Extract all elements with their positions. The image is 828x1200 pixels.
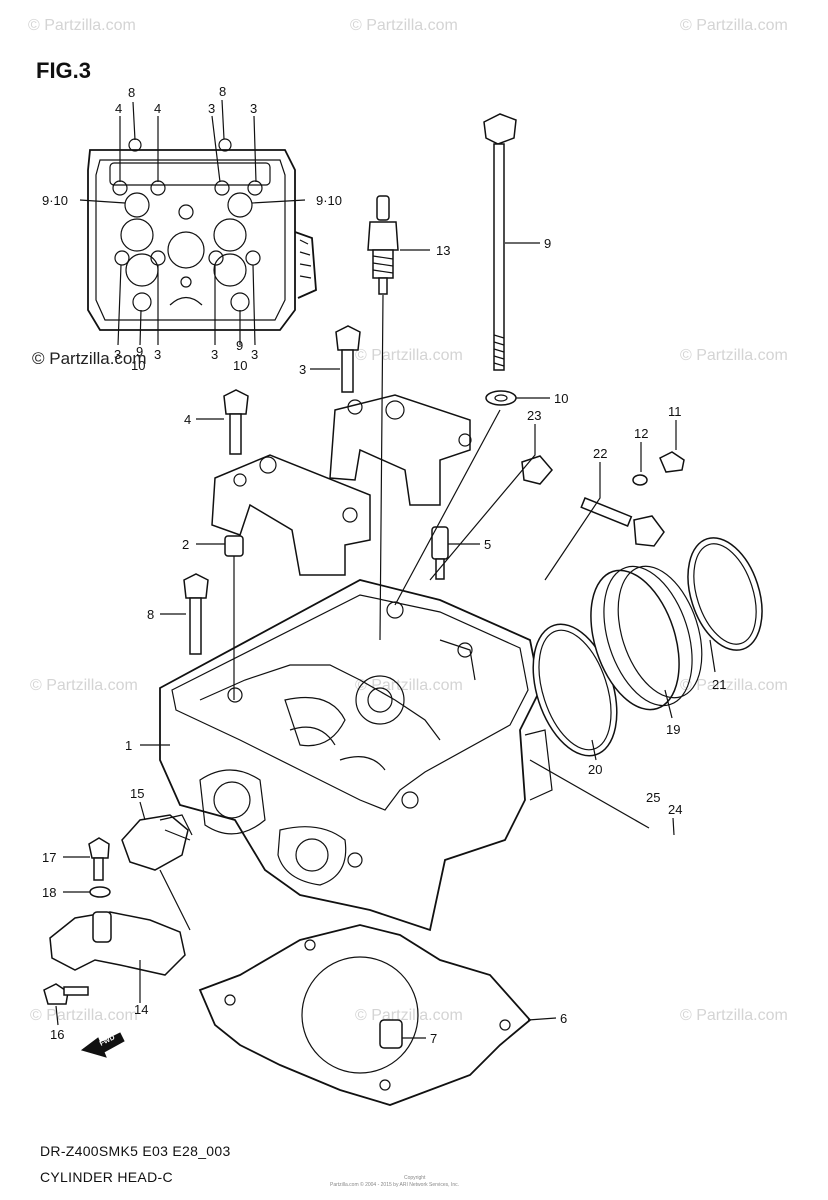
callout-label: 10: [554, 391, 568, 406]
callout-label: 4: [154, 101, 161, 116]
callout-label: 9: [544, 236, 551, 251]
callout-label: 1: [125, 738, 132, 753]
watermark: © Partzilla.com: [355, 677, 463, 694]
callout-label: 3: [114, 347, 121, 362]
callout-label: 9·10: [316, 193, 342, 208]
copyright-small: Partzilla.com © 2004 - 2015 by ARI Netwo…: [330, 1181, 459, 1188]
cylinder-head-top-view: [87, 138, 317, 331]
watermark: © Partzilla.com: [680, 677, 788, 694]
callout-label: 19: [666, 722, 680, 737]
watermark: © Partzilla.com: [355, 1007, 463, 1024]
callout-label: 18: [42, 885, 56, 900]
head-gasket-part: [198, 924, 532, 1106]
watermark: © Partzilla.com: [680, 347, 788, 364]
diagram-title: CYLINDER HEAD-C: [40, 1169, 173, 1185]
callout-label: 22: [593, 446, 607, 461]
watermark-layer: © Partzilla.com © Partzilla.com © Partzi…: [28, 17, 788, 1024]
watermark: © Partzilla.com: [350, 17, 458, 34]
callout-label: 3: [251, 347, 258, 362]
watermark: © Partzilla.com: [355, 347, 463, 364]
callout-label: 3: [154, 347, 161, 362]
callout-label: 8: [219, 84, 226, 99]
callout-label: 17: [42, 850, 56, 865]
callout-label: 21: [712, 677, 726, 692]
small-hardware-parts: [521, 451, 685, 547]
callout-label: 9·10: [42, 193, 68, 208]
callout-label: 3: [299, 362, 306, 377]
callout-label: 10: [131, 358, 145, 373]
watermark-dark: © Partzilla.com: [32, 349, 147, 368]
watermark: © Partzilla.com: [30, 1007, 138, 1024]
watermark: © Partzilla.com: [680, 17, 788, 34]
thermostat-part: [121, 814, 193, 871]
camshaft-cap-parts: [211, 394, 472, 576]
callout-label: 13: [436, 243, 450, 258]
callout-label: 6: [560, 1011, 567, 1026]
cylinder-head-body: [159, 579, 553, 932]
callout-label: 9: [236, 338, 243, 353]
forward-direction-arrow: FWD: [80, 1032, 125, 1058]
callout-label: 3: [208, 101, 215, 116]
callout-label: 15: [130, 786, 144, 801]
spark-plug-part: [367, 195, 399, 295]
callout-label: 24: [668, 802, 682, 817]
watermark: © Partzilla.com: [28, 17, 136, 34]
callout-label: 12: [634, 426, 648, 441]
callout-label: 4: [115, 101, 122, 116]
callout-label: 14: [134, 1002, 148, 1017]
callout-label: 25: [646, 790, 660, 805]
main-callouts: 13 9 3 10 4 11 23 12 22 2 5 8 1 21 19 20…: [42, 236, 726, 1046]
callout-label: 23: [527, 408, 541, 423]
callout-label: 7: [430, 1031, 437, 1046]
callout-label: 5: [484, 537, 491, 552]
watermark: © Partzilla.com: [30, 677, 138, 694]
callout-label: 20: [588, 762, 602, 777]
intake-pipe-parts: [532, 537, 763, 757]
callout-label: 3: [250, 101, 257, 116]
callout-label: 9: [136, 344, 143, 359]
callout-label: 2: [182, 537, 189, 552]
flange-bolt-parts: [183, 325, 361, 655]
callout-label: 11: [668, 404, 682, 419]
callout-label: 16: [50, 1027, 64, 1042]
callout-label: 8: [128, 85, 135, 100]
callout-label: 10: [233, 358, 247, 373]
thermostat-case-part: [43, 837, 186, 1005]
callout-label: 3: [211, 347, 218, 362]
model-code: DR-Z400SMK5 E03 E28_003: [40, 1143, 231, 1159]
callout-label: 8: [147, 607, 154, 622]
callout-label: 4: [184, 412, 191, 427]
top-view-callouts: 8 4 4 8 3 3 9·10 9·10 3 9 3 3 9 3 10 10: [42, 84, 342, 373]
stud-bolt-part: [483, 113, 517, 406]
figure-label: FIG.3: [36, 58, 91, 83]
copyright-small: Copyright: [404, 1175, 426, 1181]
watermark: © Partzilla.com: [680, 1007, 788, 1024]
callout-leaders: [55, 242, 716, 1039]
dowel-pin-parts: [224, 526, 449, 580]
